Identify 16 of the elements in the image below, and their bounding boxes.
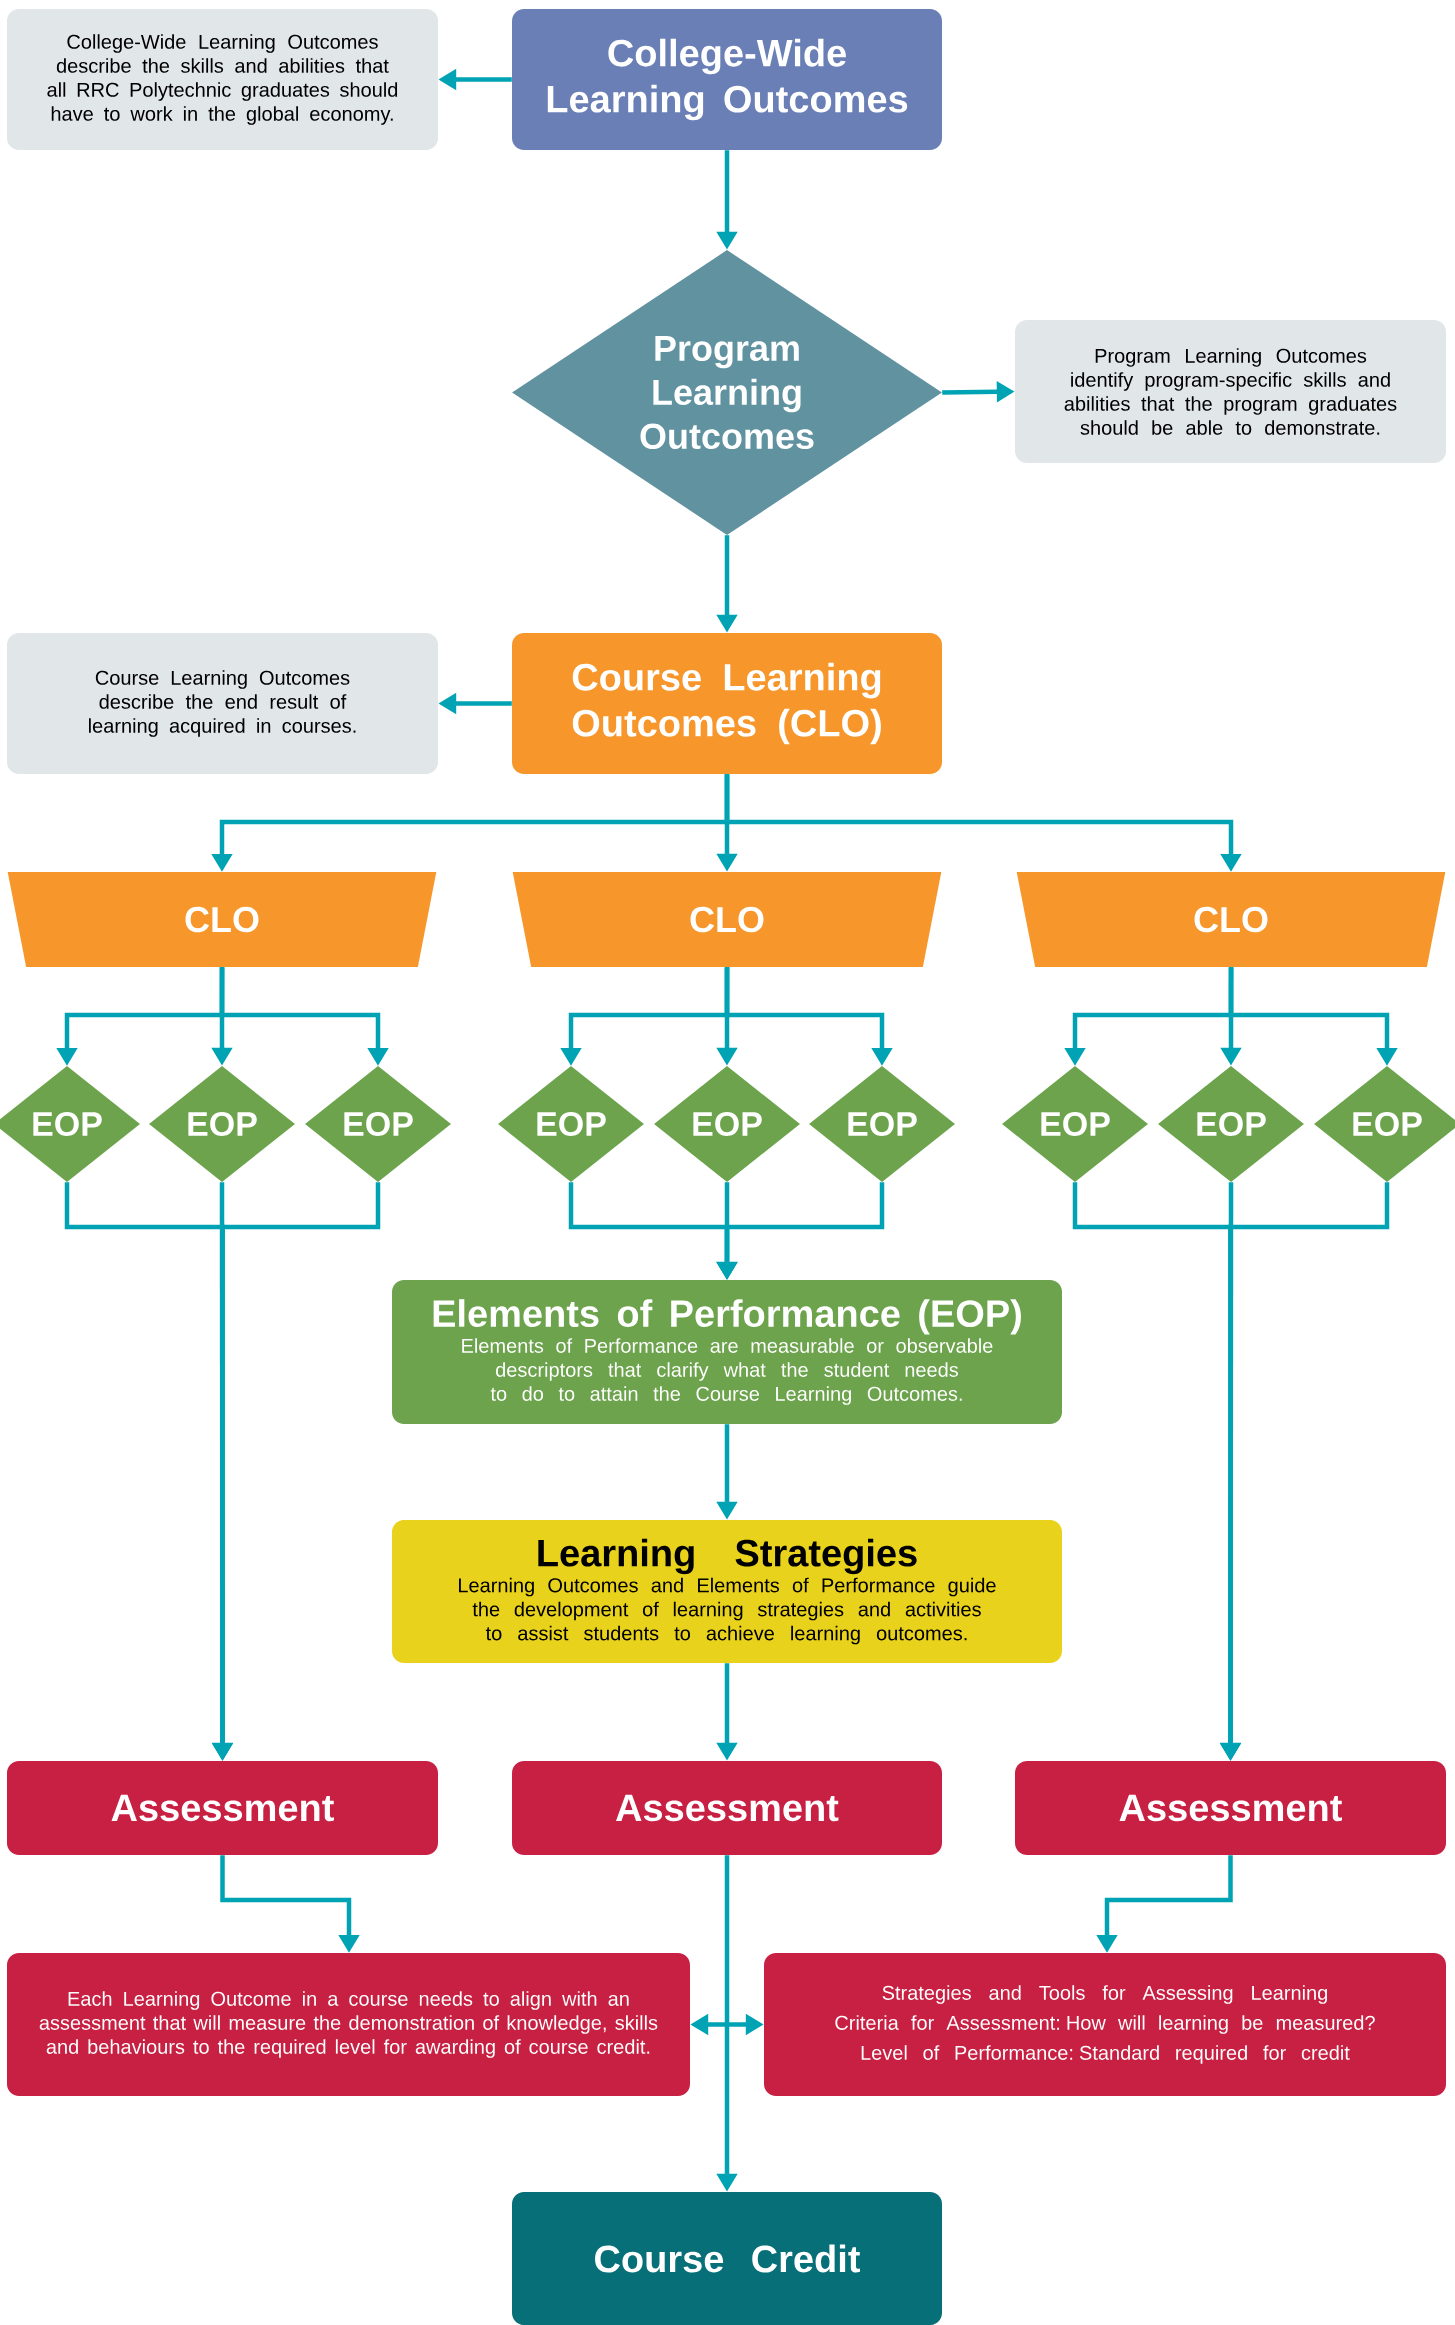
trapezoid-box: CLO — [7, 872, 437, 967]
process-box: Learning Strategies Learning Outcomes and Elements of Performance guide the development of learning strategies and activities to assist students to achieve learning outcomes. — [392, 1520, 1062, 1663]
process-box: Assessment — [1015, 1761, 1446, 1855]
process-box: Course Learning Outcomes (CLO) — [512, 633, 942, 774]
process-box: Assessment — [512, 1761, 942, 1855]
process-box: College-Wide Learning Outcomes — [512, 9, 942, 150]
note-box: Course Learning Outcomes describe the end result of learning acquired in courses. — [7, 633, 438, 774]
process-box: Elements of Performance (EOP) Elements of Performance are measurable or observable descriptors that clarify what the student needs to do to attain the Course Learning Outcomes. — [392, 1280, 1062, 1424]
note-box: College-Wide Learning Outcomes describe the skills and abilities that all RRC Polytechnic graduates should have to work in the global economy. — [7, 9, 438, 150]
trapezoid-box: CLO — [1016, 872, 1446, 967]
note-box: Strategies and Tools for Assessing Learning Criteria for Assessment: How will learning be measured? Level of Performance: Standard required for credit — [764, 1953, 1446, 2096]
trapezoid-box: CLO — [512, 872, 942, 967]
process-box: Assessment — [7, 1761, 438, 1855]
note-box: Each Learning Outcome in a course needs to align with an assessment that will measure the demonstration of knowledge, skills and behaviours to the required level for awarding of course credit. — [7, 1953, 690, 2096]
note-box: Program Learning Outcomes identify program-specific skills and abilities that the program graduates should be able to demonstrate. — [1015, 320, 1446, 463]
process-box: Course Credit — [512, 2192, 942, 2325]
